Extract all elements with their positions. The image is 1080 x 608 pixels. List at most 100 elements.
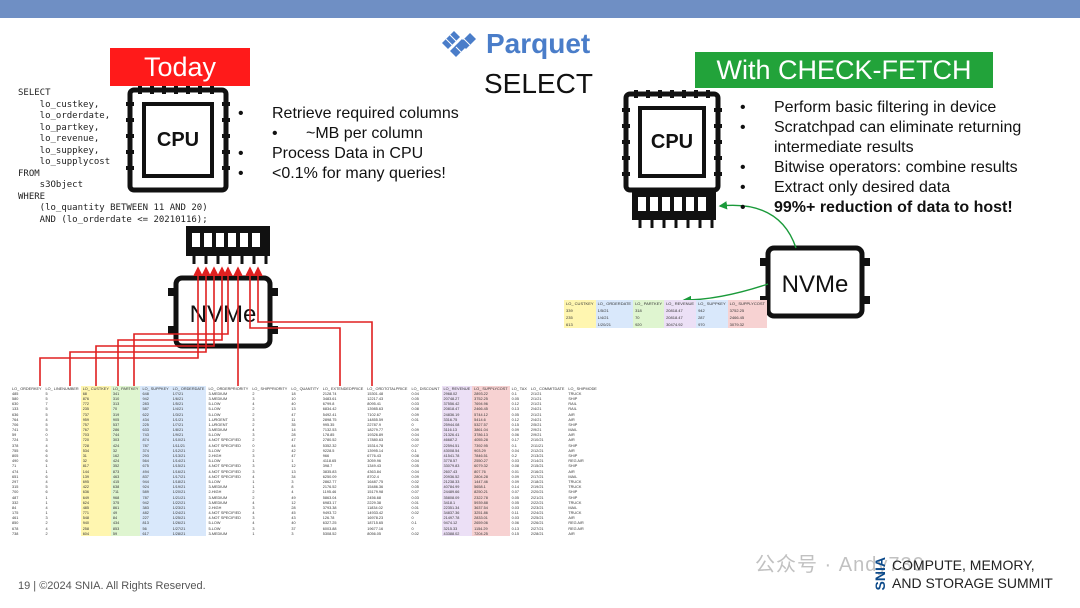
table-cell: 49 <box>291 495 296 500</box>
table-cell: 617 <box>140 531 171 537</box>
table-cell: 2 <box>252 490 255 495</box>
bullet-text: <0.1% for many queries! <box>272 165 446 182</box>
column-header: LO_ REVENUE <box>664 300 697 307</box>
table-cell: 534 <box>80 448 111 454</box>
table-cell: 2466.45 <box>727 314 767 321</box>
table-cell: AIR <box>568 448 575 453</box>
table-cell: 70 <box>110 406 141 412</box>
table-cell: 564 <box>140 458 171 464</box>
table-cell: 3251.86 <box>472 510 510 516</box>
table-cell: 0.01 <box>411 500 419 505</box>
parquet-logo: Parquet <box>440 28 590 60</box>
table-cell: 2/17/21 <box>530 474 544 479</box>
table-cell: 490 <box>12 459 19 464</box>
table-cell: 1/28/21 <box>170 531 207 537</box>
right-nvme-label: NVMe <box>782 271 849 298</box>
table-cell: 3637.54 <box>472 505 510 511</box>
table-cell: 2/4/21 <box>530 407 542 412</box>
table-cell: 32 <box>110 448 141 454</box>
table-cell: 2968.02 <box>441 391 473 397</box>
table-cell: MAIL <box>568 505 578 510</box>
table-cell: 59 <box>12 433 17 438</box>
table-cell: 318 <box>633 307 665 314</box>
table-cell: 3-MEDIUM <box>208 500 228 505</box>
table-cell: 0 <box>252 443 255 448</box>
column-header: LO_ DISCOUNT <box>411 386 440 391</box>
table-cell: 1/12/21 <box>170 448 207 454</box>
table-cell: 5 <box>45 412 48 417</box>
table-cell: 0 <box>411 516 414 521</box>
table-cell: 3 <box>252 469 255 474</box>
table-cell: 463 <box>110 474 141 480</box>
table-cell: 2 <box>252 407 255 412</box>
table-cell: 944 <box>140 479 171 485</box>
table-cell: 5-LOW <box>208 448 221 453</box>
table-cell: 22594.51 <box>441 443 473 449</box>
table-cell: 11 <box>291 417 296 422</box>
table-cell: 0.1 <box>511 391 517 396</box>
table-cell: 4363.84 <box>367 469 382 474</box>
table-cell: 2804.28 <box>472 474 510 480</box>
column-header: LO_ QUANTITY <box>291 386 319 391</box>
bullet-item: •<0.1% for many queries! <box>238 165 446 182</box>
table-cell: 728 <box>80 443 111 449</box>
table-cell: 873 <box>110 469 141 475</box>
table-cell: 18279.77 <box>367 428 384 433</box>
slide-title: SELECT <box>484 68 593 99</box>
table-cell: 2-HIGH <box>208 505 222 510</box>
table-cell: 850 <box>12 521 19 526</box>
table-cell: 3 <box>252 417 255 422</box>
table-cell: 3-MEDIUM <box>208 428 228 433</box>
table-cell: 6 <box>45 459 48 464</box>
table-cell: 3 <box>252 454 255 459</box>
table-cell: 0.03 <box>511 505 519 510</box>
table-cell: 12217.43 <box>367 396 384 401</box>
table-cell: 0.2 <box>511 454 517 459</box>
table-cell: 695 <box>80 479 111 485</box>
table-cell: 3483.61 <box>322 396 337 401</box>
table-cell: AIR <box>568 531 575 536</box>
table-cell: 9493.72 <box>322 511 337 516</box>
table-cell: 378 <box>12 443 19 448</box>
table-cell: 4 <box>45 526 48 531</box>
column-header: LO_ SUPPKEY <box>140 386 171 392</box>
bullet-item: •Extract only desired data <box>740 179 951 196</box>
table-cell: 3835.83 <box>322 469 337 474</box>
table-cell: 942 <box>140 396 171 402</box>
table-cell: 13995.14 <box>367 448 384 453</box>
table-cell: 0.01 <box>511 469 519 474</box>
column-header: LO_ LINENUMBER <box>45 386 79 391</box>
table-cell: 0.07 <box>411 443 419 448</box>
table-cell: 6983.17 <box>322 500 337 505</box>
table-cell: 959 <box>80 417 111 423</box>
table-cell: 20818.47 <box>441 406 473 412</box>
table-cell: 2/5/21 <box>530 422 542 427</box>
table-cell: 4-NOT SPECIFIED <box>208 464 241 469</box>
table-cell: 1/19/21 <box>170 484 207 490</box>
column-header: LO_ SUPPLYCOST <box>727 300 767 307</box>
table-cell: 0.1 <box>411 521 417 526</box>
table-cell: 3786.13 <box>472 432 510 438</box>
table-cell: 434 <box>110 520 141 527</box>
table-cell: 3-MEDIUM <box>208 391 228 396</box>
table-cell: 1/6/21 <box>170 396 207 402</box>
table-cell: 8 <box>291 485 294 490</box>
table-cell: SHIP <box>568 464 578 469</box>
table-cell: 3793.38 <box>322 505 337 510</box>
cpu-chip-icon <box>622 90 722 193</box>
sql-query: SELECT lo_custkey, lo_orderdate, lo_part… <box>18 88 208 225</box>
table-cell: 0.01 <box>411 505 419 510</box>
table-cell: MAIL <box>568 428 578 433</box>
table-cell: 2/1/21 <box>530 412 542 417</box>
table-cell: 1349.43 <box>367 464 382 469</box>
table-cell: 3778.57 <box>441 458 473 464</box>
table-cell: 0.05 <box>511 412 519 417</box>
table-cell: AIR <box>568 469 575 474</box>
table-cell: 6799.8 <box>322 402 335 407</box>
